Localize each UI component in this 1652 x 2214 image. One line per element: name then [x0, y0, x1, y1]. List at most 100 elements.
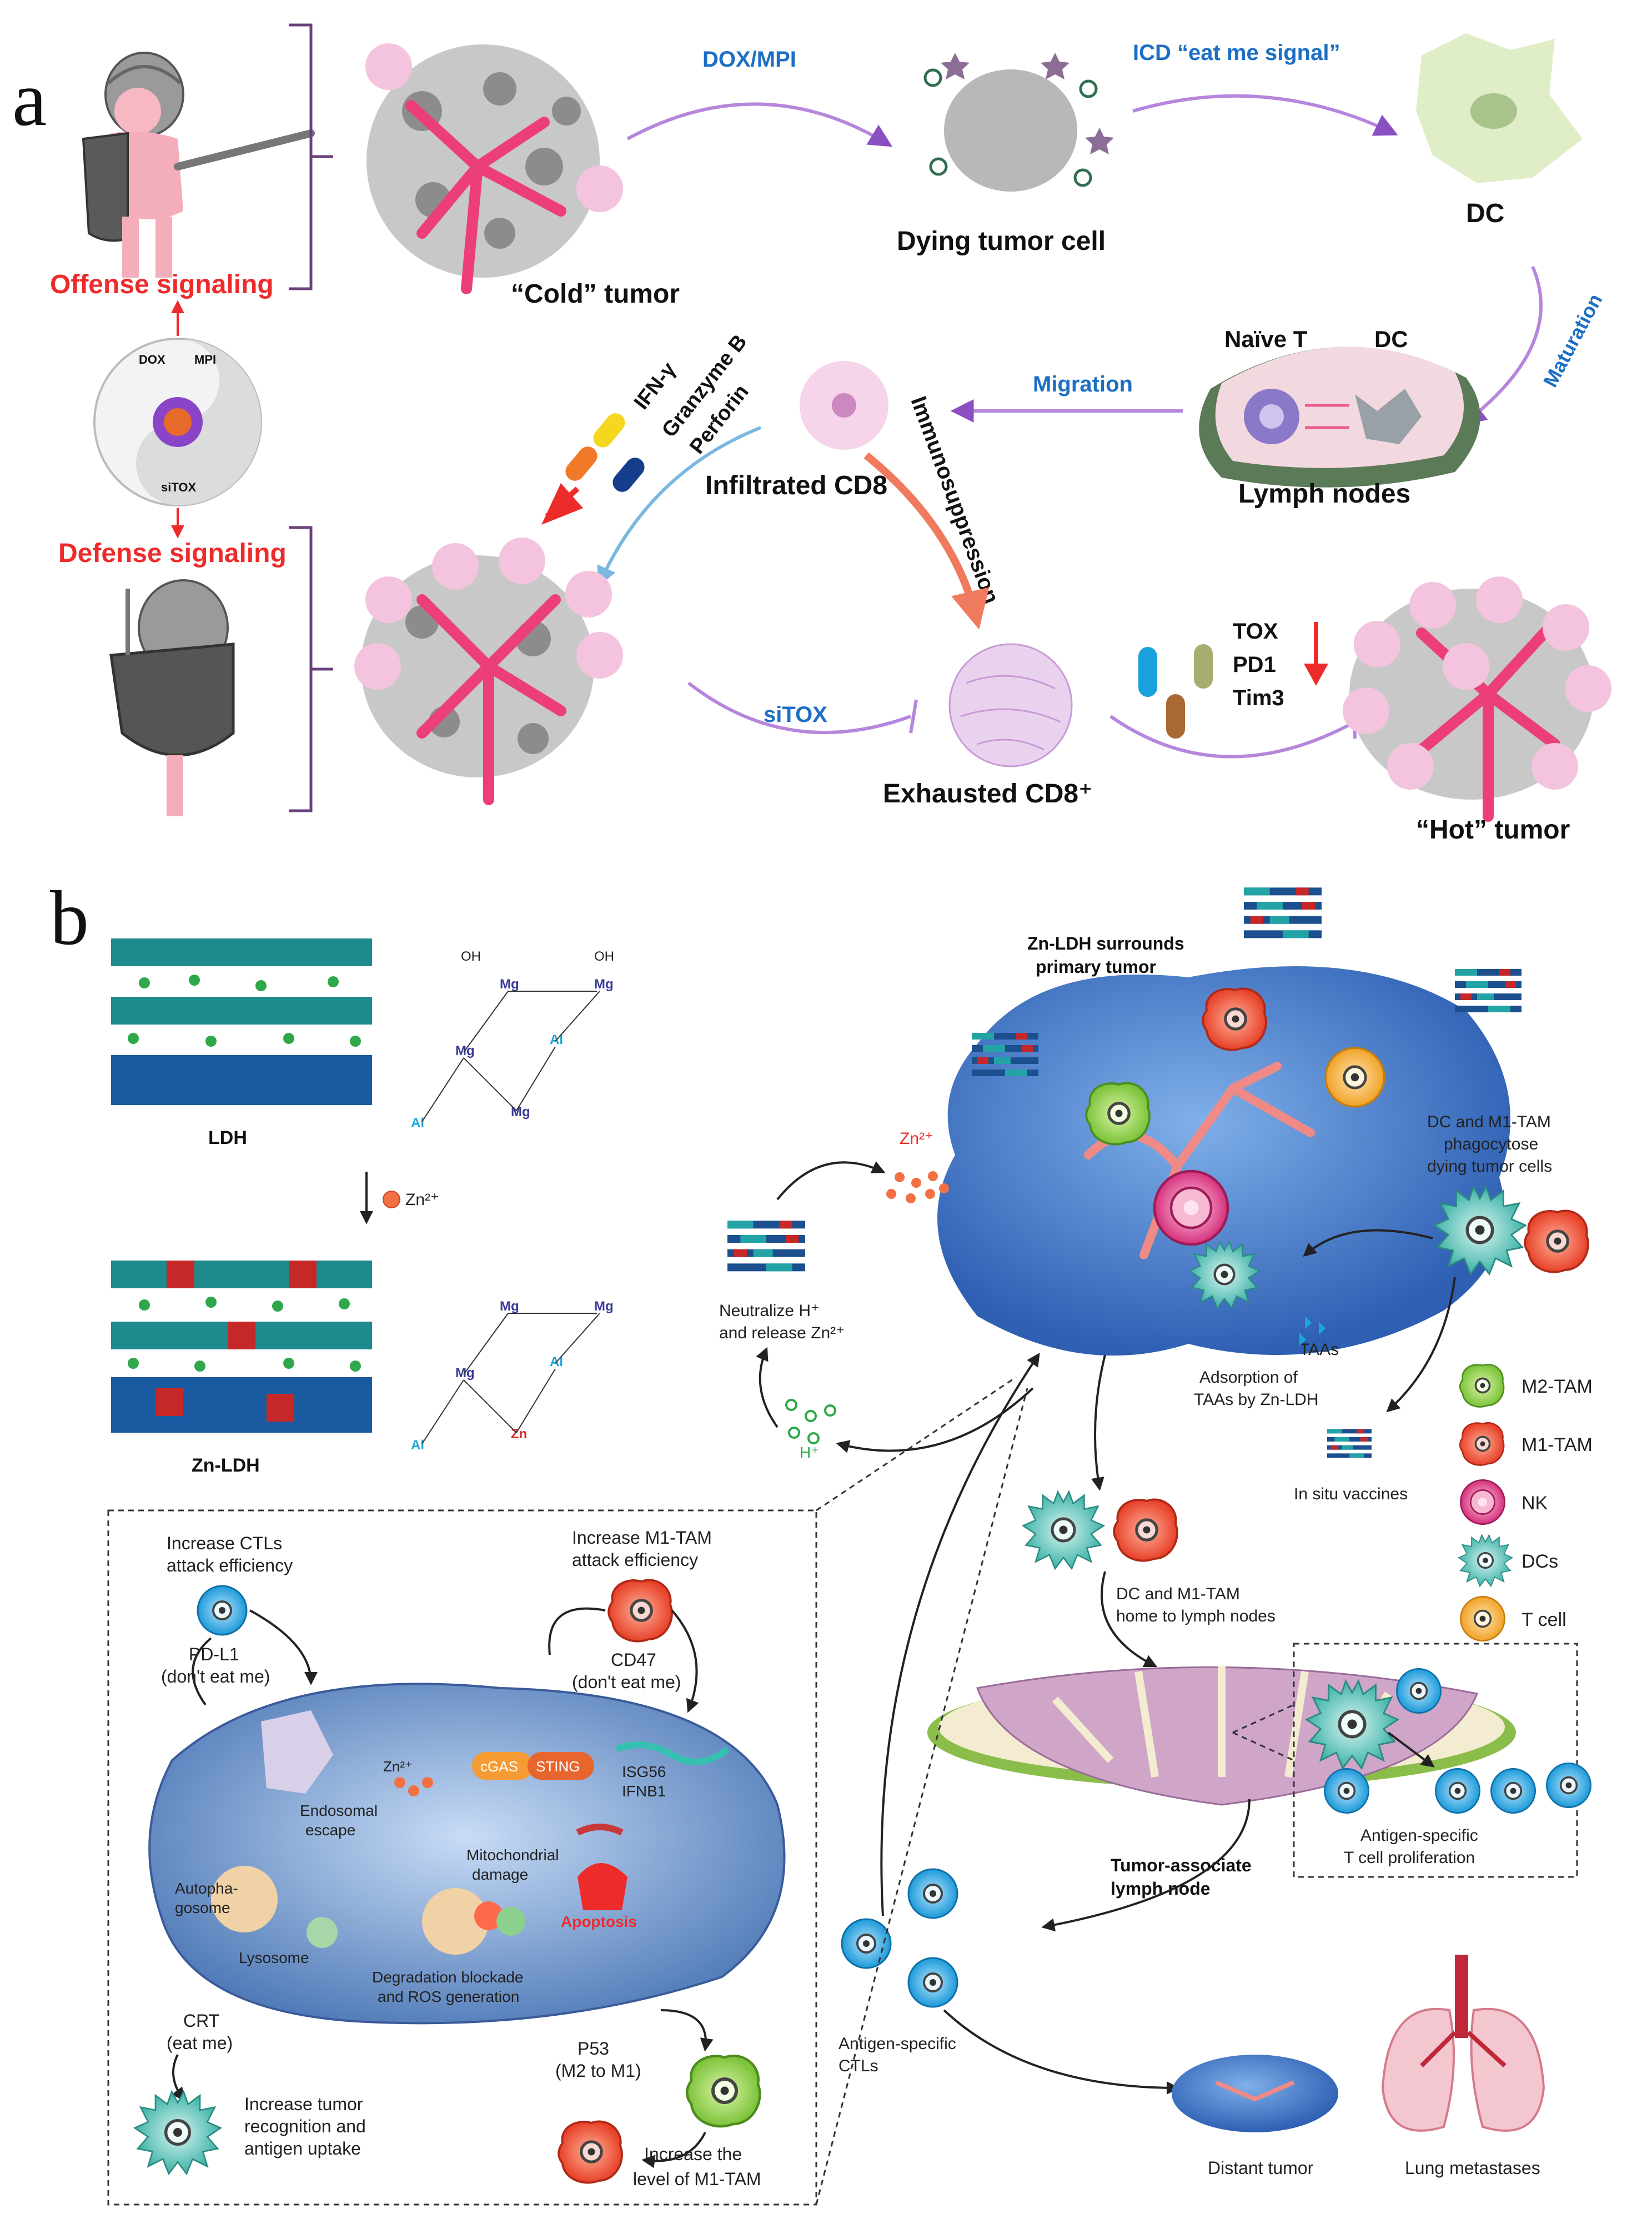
- ctl-cell: [907, 1957, 958, 2008]
- surrounds-label-1: Zn-LDH surrounds: [1027, 933, 1184, 953]
- hot-tumor-illustration: [1343, 576, 1611, 822]
- arrow-cd47: [548, 1607, 606, 1655]
- ctl-mech-cell: [197, 1585, 248, 1636]
- mg-atom-label: Mg: [500, 977, 519, 992]
- prolif-t-cell: [1545, 1762, 1592, 1809]
- arrow-m2-to-m1: [641, 2132, 706, 2168]
- legend-nk: NK: [1522, 1493, 1548, 1514]
- exhausted-cd8-illustration: [948, 643, 1073, 767]
- lung-illustration: [1381, 1955, 1545, 2132]
- primary-tumor-illustration: [937, 887, 1522, 1356]
- h-plus-cluster: [785, 1399, 836, 1444]
- zn-ldh-particle: [1455, 969, 1522, 1012]
- defense-tumor-illustration: [354, 538, 623, 805]
- arrow-to-vaccine: [1386, 1277, 1456, 1413]
- prolif-t-cell: [1490, 1768, 1536, 1814]
- cd47-label-1: CD47: [611, 1650, 656, 1670]
- adsorption-label-1: Adsorption of: [1199, 1368, 1298, 1387]
- cytokine-navy: [612, 458, 645, 492]
- crt-dc-cell: [135, 2092, 221, 2174]
- autophago-label-1: Autopha-: [175, 1880, 238, 1897]
- sitox-small-label: siTOX: [161, 480, 197, 494]
- ifn-gamma-label: IFN-γ: [630, 358, 681, 414]
- mito-label-1: Mitochondrial: [466, 1846, 559, 1864]
- zn-ldh-neutralize-particle: [727, 1221, 805, 1272]
- m1-eff-label-2: attack efficiency: [572, 1550, 698, 1570]
- arrow-immunosuppression: [863, 452, 990, 630]
- ldh-chemical-structure: OH OH Mg Mg Mg Al Al Mg: [411, 949, 614, 1131]
- mg-atom-label: Mg: [594, 1299, 614, 1314]
- ctl-cell: [907, 1868, 958, 1919]
- tim3-label: Tim3: [1233, 686, 1284, 710]
- arrow-ctls-to-tumor: [880, 1353, 1040, 1916]
- legend-m1-tam: M1-TAM: [1522, 1434, 1593, 1455]
- cytokine-yellow: [593, 413, 625, 448]
- dual-signaling-circle: DOX MPI siTOX: [93, 338, 262, 506]
- cytokine-orange: [565, 446, 597, 481]
- infiltrated-cd8-illustration: [800, 361, 888, 450]
- bracket-offense: [289, 23, 333, 290]
- crt-label-1: CRT: [183, 2011, 219, 2031]
- dc-node-label: DC: [1374, 326, 1408, 352]
- in-situ-vaccines-label: In situ vaccines: [1294, 1485, 1408, 1503]
- zn-ldh-structure: [111, 1261, 372, 1433]
- zn-ldh-label: Zn-LDH: [192, 1455, 260, 1476]
- ldh-label: LDH: [208, 1127, 247, 1148]
- arrow-to-lymph-node: [1101, 1571, 1158, 1668]
- infiltrated-cd8-label: Infiltrated CD8⁺: [705, 471, 901, 500]
- neutralize-label-2: and release Zn²⁺: [719, 1324, 845, 1342]
- al-atom-label: Al: [411, 1438, 424, 1453]
- prolif-label-1: Antigen-specific: [1360, 1826, 1478, 1845]
- panel-label-b: b: [50, 875, 89, 961]
- oh-label: OH: [594, 949, 614, 964]
- tox-label: TOX: [1233, 619, 1278, 644]
- legend-dcs-icon: [1458, 1534, 1513, 1588]
- arrow-release-zn: [776, 1161, 886, 1201]
- sting-label: STING: [536, 1758, 580, 1775]
- pdl1-label-2: (don't eat me): [161, 1666, 270, 1686]
- arrow-p53: [660, 2009, 714, 2052]
- m1-mech-cell: [609, 1580, 672, 1641]
- mechanism-box: [107, 1509, 817, 2206]
- bracket-defense: [289, 526, 333, 812]
- zn-ion-icon: [383, 1191, 400, 1208]
- legend-nk-icon: [1460, 1479, 1505, 1525]
- apoptosis-label: Apoptosis: [561, 1913, 637, 1930]
- prolif-t-cell: [1395, 1668, 1442, 1714]
- arrow-infiltration: [597, 426, 762, 587]
- distant-tumor-illustration: [1172, 2055, 1338, 2132]
- surrounds-label-2: primary tumor: [1036, 957, 1156, 977]
- h-plus-label: H⁺: [800, 1444, 819, 1461]
- defense-signaling-label: Defense signaling: [58, 539, 287, 568]
- mito-label-2: damage: [472, 1866, 528, 1883]
- migration-label: Migration: [1033, 372, 1133, 396]
- cold-tumor-label: “Cold” tumor: [511, 279, 680, 309]
- zn-release-label: Zn²⁺: [900, 1129, 933, 1148]
- inhibition-checkpoints: [1109, 715, 1356, 759]
- home-label-1: DC and M1-TAM: [1116, 1585, 1240, 1603]
- exhausted-cd8-label: Exhausted CD8⁺: [883, 779, 1092, 809]
- degradation-label-2: and ROS generation: [378, 1988, 519, 2005]
- hot-tumor-label: “Hot” tumor: [1416, 815, 1570, 845]
- legend-m2-tam-icon: [1459, 1363, 1505, 1408]
- defense-knight-illustration: [109, 579, 235, 816]
- ifnb1-label: IFNB1: [622, 1783, 666, 1800]
- arrow-maturation: [1462, 265, 1543, 425]
- ctls-label-1: Antigen-specific: [838, 2035, 956, 2053]
- arrow-h-plus: [836, 1387, 1034, 1453]
- ctl-eff-label-1: Increase CTLs: [167, 1533, 282, 1553]
- lymph-nodes-label: Lymph nodes: [1238, 479, 1410, 509]
- m1-tam-on-tumor: [1203, 988, 1266, 1050]
- m2-tam-on-tumor: [1086, 1083, 1149, 1144]
- ctls-label-2: CTLs: [838, 2057, 878, 2075]
- arrow-to-ctls: [1041, 1799, 1251, 1932]
- ldh-structure: [111, 938, 372, 1105]
- pd1-label: PD1: [1233, 652, 1276, 677]
- maturation-label: Maturation: [1539, 290, 1607, 391]
- crt-label-2: (eat me): [167, 2033, 233, 2053]
- immunosuppression-label: Immunosuppression: [906, 393, 1004, 607]
- adsorption-label-2: TAAs by Zn-LDH: [1194, 1390, 1319, 1409]
- zn-cell-label: Zn²⁺: [383, 1758, 413, 1775]
- phago-label-3: dying tumor cells: [1427, 1157, 1552, 1176]
- nk-on-tumor: [1154, 1171, 1228, 1244]
